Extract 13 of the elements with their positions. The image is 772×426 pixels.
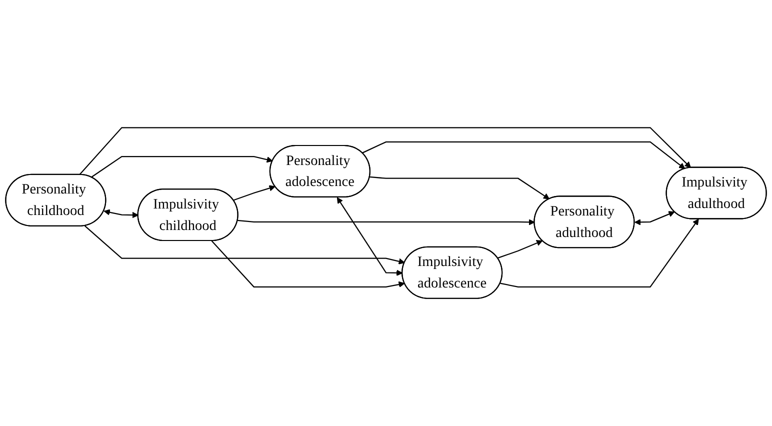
arrow xyxy=(104,209,138,218)
arrow xyxy=(79,127,691,176)
arrow xyxy=(362,141,686,170)
arrow xyxy=(336,197,403,276)
arrow xyxy=(84,225,405,264)
arrow xyxy=(497,240,543,259)
arrow xyxy=(211,240,405,288)
arrow xyxy=(238,219,535,226)
arrow xyxy=(370,176,550,200)
arrow xyxy=(91,156,273,178)
arrow xyxy=(634,211,675,226)
arrow xyxy=(500,218,699,288)
arrow xyxy=(233,185,276,201)
